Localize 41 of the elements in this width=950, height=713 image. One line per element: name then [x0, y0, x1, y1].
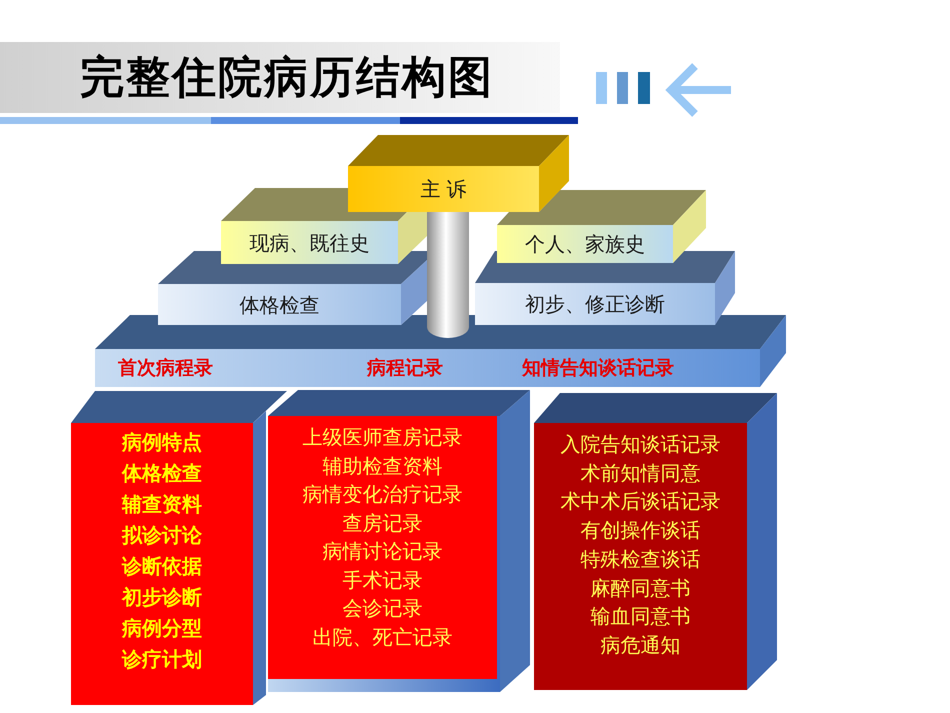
list-item: 病情变化治疗记录: [302, 481, 462, 508]
list-item: 有创操作谈话: [580, 517, 700, 544]
title: 完整住院病历结构图: [80, 56, 494, 100]
list-item: 出院、死亡记录: [312, 624, 452, 650]
list-item: 会诊记录: [342, 595, 422, 622]
block-label: 个人、家族史: [525, 231, 645, 258]
list-item: 术前知情同意: [580, 460, 700, 487]
slab-label: 病程记录: [367, 356, 443, 381]
block-label: 主 诉: [420, 176, 467, 203]
list-item: 麻醉同意书: [590, 574, 690, 602]
list-item: 体格检查: [122, 460, 202, 487]
list-item: 拟诊讨论: [122, 522, 202, 549]
list-item: 输血同意书: [590, 603, 690, 630]
list-item: 上级医师查房记录: [302, 424, 462, 451]
list-item: 特殊检查谈话: [580, 546, 700, 573]
record-box-drawing: [268, 390, 530, 692]
stacked-block-drawing: [497, 190, 706, 263]
list-item: 病危通知: [600, 632, 680, 659]
block-label: 初步、修正诊断: [525, 291, 665, 318]
list-item: 病例特点: [122, 429, 202, 456]
list-item: 辅助检查资料: [322, 452, 442, 480]
list-item: 初步诊断: [122, 584, 202, 611]
record-box-drawing: [534, 393, 777, 690]
stacked-block-drawing: [348, 135, 569, 212]
stacked-block-drawing: [158, 251, 427, 325]
list-item: 辅查资料: [122, 491, 202, 518]
list-item: 术中术后谈话记录: [560, 488, 720, 516]
slab-label: 首次病程录: [118, 356, 213, 381]
slab-label: 知情告知谈话记录: [522, 356, 674, 381]
block-label: 体格检查: [240, 292, 320, 318]
record-box-drawing: [71, 391, 287, 705]
list-item: 查房记录: [342, 510, 422, 536]
list-item: 病情讨论记录: [322, 538, 442, 565]
list-item: 病例分型: [122, 615, 202, 642]
list-item: 诊疗计划: [122, 646, 202, 673]
list-item: 诊断依据: [122, 553, 202, 580]
pillar-cylinder: [427, 212, 469, 338]
list-item: 入院告知谈话记录: [560, 431, 720, 458]
base-slab: [95, 315, 786, 387]
block-label: 现病、既往史: [250, 230, 370, 256]
list-item: 手术记录: [342, 566, 422, 594]
